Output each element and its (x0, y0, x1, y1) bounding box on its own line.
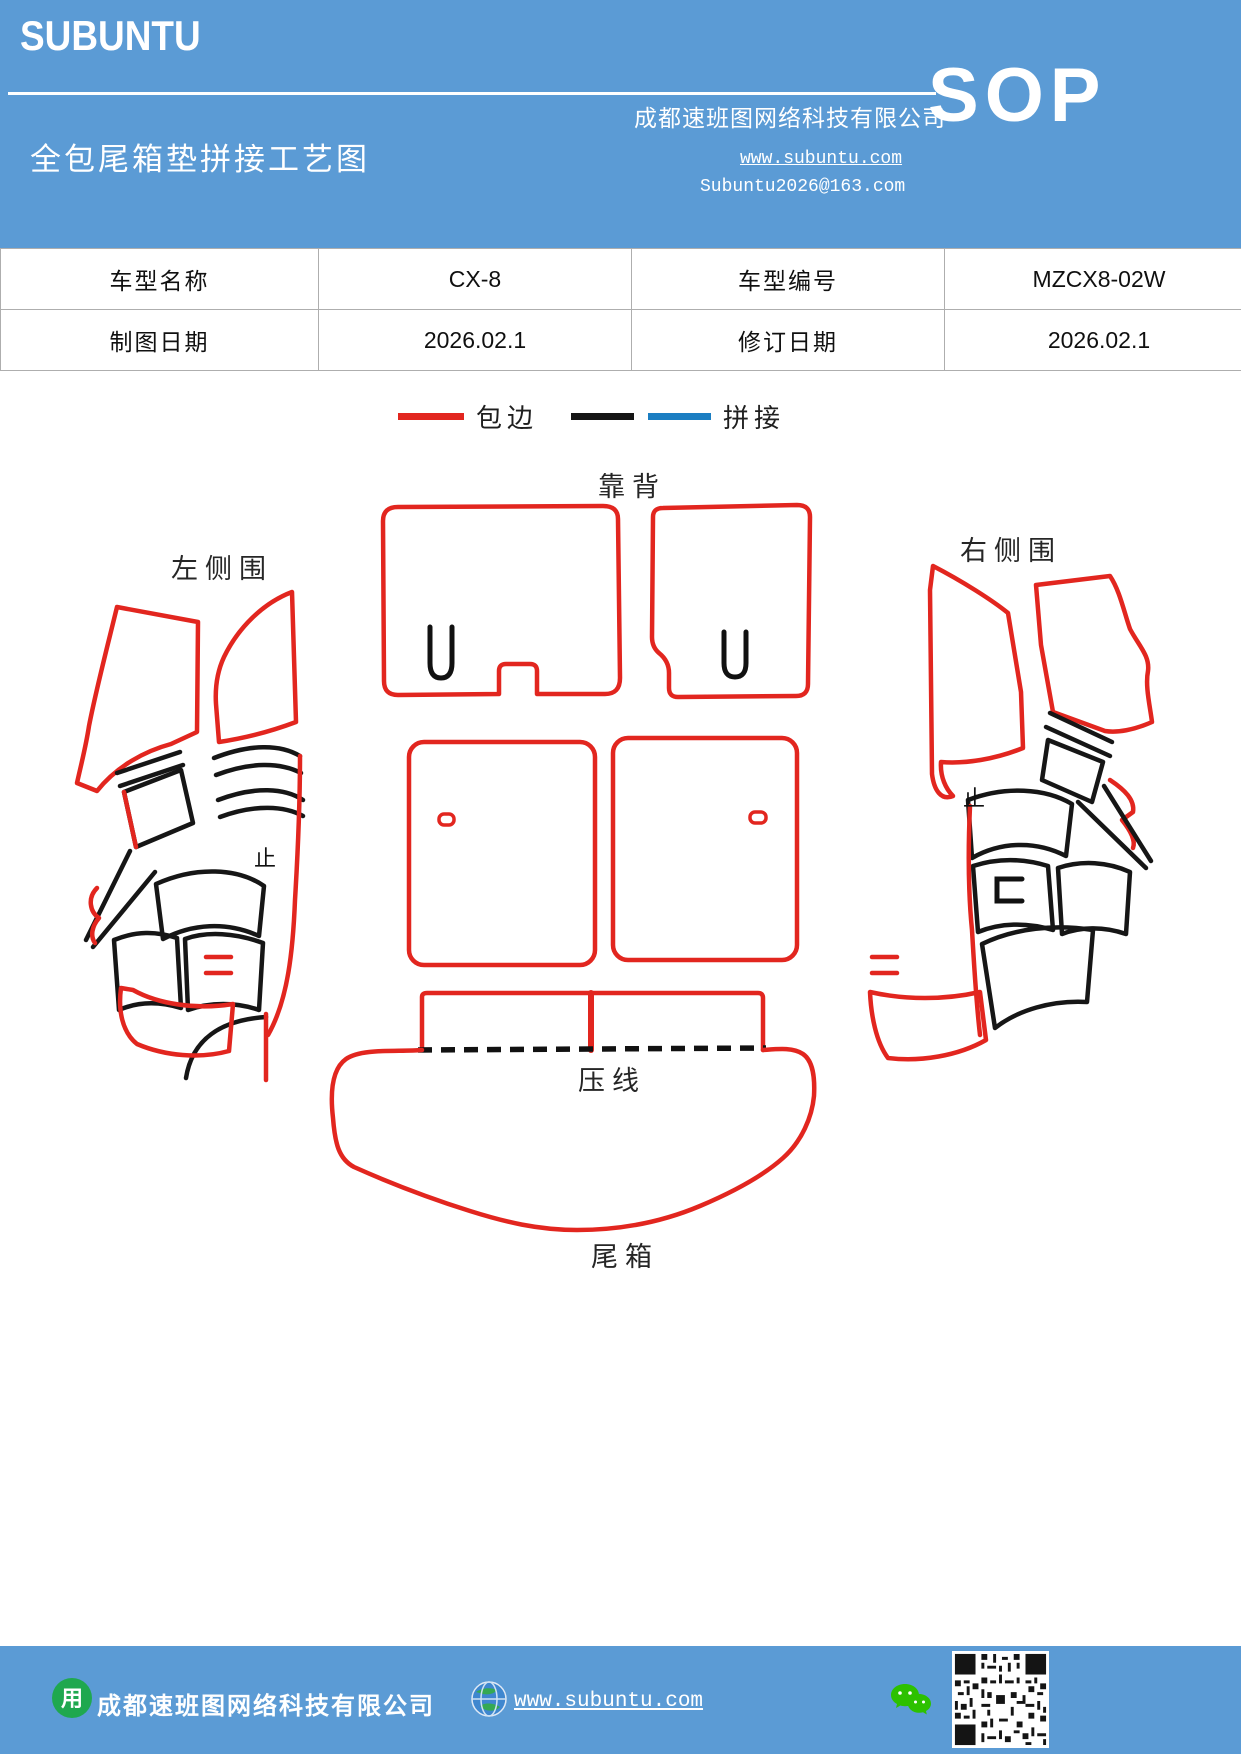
stop-mark-left: 止 (254, 846, 276, 871)
header-company-name: 成都速班图网络科技有限公司 (634, 106, 946, 131)
header-website-link[interactable]: www.subuntu.com (740, 149, 903, 169)
backrest-group: 靠背 (380, 472, 813, 700)
right-side-group: 右侧围 止 (867, 536, 1155, 1062)
bracket-mark (994, 876, 1025, 904)
stitch-strip (215, 788, 306, 803)
left-side-group: 左侧围 止 (74, 554, 306, 1083)
mat-piece (927, 563, 1026, 800)
cushion-group (406, 735, 800, 968)
binding-edge (88, 885, 102, 946)
revision-date-label: 修订日期 (631, 309, 945, 371)
backrest-label: 靠背 (598, 472, 666, 502)
mat-piece (153, 869, 267, 942)
left-side-label: 左侧围 (171, 554, 273, 584)
stitch-label: 拼接 (723, 402, 786, 433)
footer: 用 成都速班图网络科技有限公司 www.subuntu.com (0, 1646, 1241, 1754)
backrest-left-piece (380, 503, 623, 698)
mat-piece (117, 985, 236, 1058)
page-title: 全包尾箱垫拼接工艺图 (30, 142, 370, 177)
cushion-left-piece (406, 739, 598, 968)
stitch-strip (114, 749, 183, 776)
draw-date-label: 制图日期 (0, 309, 319, 371)
table-row: 制图日期 2026.02.1 修订日期 2026.02.1 (0, 309, 1241, 371)
trunk-group: 压线 尾箱 (329, 990, 817, 1272)
header: SUBUNTU 全包尾箱垫拼接工艺图 成都速班图网络科技有限公司 SOP www… (0, 0, 1241, 248)
stitch-black-swatch (571, 412, 635, 420)
mat-piece (111, 930, 184, 1013)
header-divider (8, 92, 936, 95)
u-notch-mark (427, 624, 455, 681)
binding-edge (1107, 777, 1136, 851)
cushion-left-slot (437, 812, 456, 827)
mat-piece (74, 604, 201, 794)
sop-badge: SOP (928, 53, 1107, 138)
binding-label: 包边 (476, 402, 539, 433)
backrest-right-piece (649, 502, 813, 700)
header-email: Subuntu2026@163.com (700, 177, 906, 197)
footer-website-link[interactable]: www.subuntu.com (514, 1690, 704, 1713)
trunk-body-outline (329, 1046, 817, 1233)
mat-piece (979, 925, 1096, 1031)
model-name-value: CX-8 (318, 248, 632, 310)
mat-piece (867, 989, 989, 1062)
mat-piece (970, 857, 1056, 935)
stitch-strip (90, 869, 158, 950)
stitch-strip (1101, 783, 1154, 864)
press-line-dashed (417, 1045, 767, 1053)
stitch-blue-swatch (648, 412, 712, 420)
qr-code (952, 1651, 1049, 1748)
u-notch-mark (721, 629, 749, 680)
stop-mark-right: 止 (963, 786, 985, 811)
table-row: 车型名称 CX-8 车型编号 MZCX8-02W (0, 248, 1241, 310)
mat-piece (213, 589, 299, 745)
binding-edge (966, 803, 983, 1038)
brand-logo: SUBUNTU (20, 12, 201, 59)
right-side-label: 右侧围 (960, 536, 1062, 566)
stitch-strip (1075, 799, 1149, 871)
globe-icon (471, 1681, 507, 1717)
cushion-right-slot (748, 810, 768, 825)
mat-piece (1055, 860, 1133, 937)
vehicle-info-table: 车型名称 CX-8 车型编号 MZCX8-02W 制图日期 2026.02.1 … (0, 248, 1241, 371)
model-name-label: 车型名称 (0, 248, 319, 310)
stitch-strip (1047, 710, 1115, 745)
pattern-diagram: 靠背 压线 尾箱 左侧围 (74, 472, 1155, 1272)
press-line-label: 压线 (578, 1066, 646, 1096)
line-legend: 包边 拼接 (398, 402, 785, 433)
mat-piece (965, 788, 1075, 861)
mat-piece (183, 1014, 269, 1081)
draw-date-value: 2026.02.1 (318, 309, 632, 371)
mat-piece (1039, 737, 1106, 805)
stitch-strip (1043, 724, 1113, 759)
model-code-label: 车型编号 (631, 248, 945, 310)
stitch-strip (217, 805, 306, 820)
mat-piece (1033, 573, 1155, 734)
wechat-icon (891, 1684, 931, 1715)
cushion-right-piece (610, 735, 800, 963)
footer-company-name: 成都速班图网络科技有限公司 (97, 1693, 435, 1720)
company-logo-icon: 用 (52, 1678, 92, 1718)
revision-date-value: 2026.02.1 (944, 309, 1241, 371)
binding-edge (265, 753, 303, 1038)
company-logo-glyph: 用 (61, 1686, 83, 1711)
stitch-strip (117, 762, 186, 789)
stitch-strip (213, 762, 304, 778)
binding-line-swatch (398, 412, 464, 420)
model-code-value: MZCX8-02W (944, 248, 1241, 310)
binding-edge (121, 789, 139, 850)
stitch-strip (211, 745, 303, 761)
trunk-label: 尾箱 (591, 1242, 659, 1272)
